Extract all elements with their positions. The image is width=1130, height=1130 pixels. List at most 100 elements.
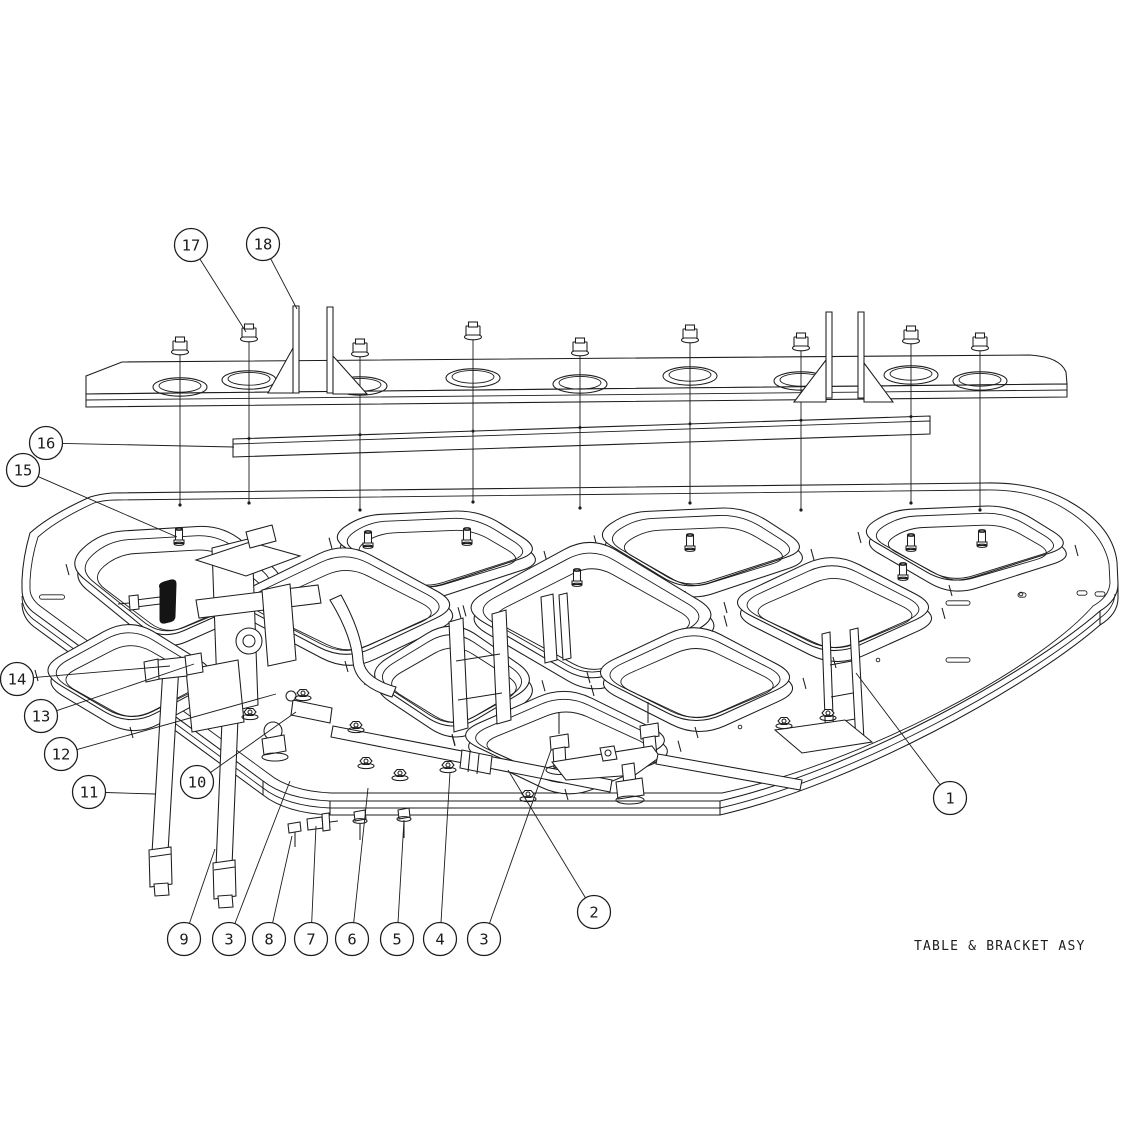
lever-arm-left — [148, 664, 180, 897]
callout-label-17: 17 — [182, 237, 201, 255]
callout-balloon-11 — [71, 774, 107, 810]
callout-label-16: 16 — [37, 435, 56, 453]
mount-hole — [737, 724, 743, 730]
leader-line-9 — [188, 848, 216, 924]
callout-balloon-2 — [576, 894, 612, 930]
mount-slot — [1076, 590, 1088, 596]
callout-balloon-14 — [0, 661, 35, 697]
cap-screw — [570, 337, 590, 357]
mount-slot — [39, 594, 65, 600]
hex-bolt — [819, 708, 837, 722]
callout-balloon-5 — [379, 921, 415, 957]
leader-line-10 — [210, 711, 297, 773]
leader-line-12 — [76, 693, 277, 751]
leader-line-3 — [234, 780, 291, 924]
drag-link — [655, 753, 803, 791]
callout-label-10: 10 — [188, 774, 207, 792]
callout-balloon-3 — [466, 921, 502, 957]
callout-label-2: 2 — [589, 904, 598, 922]
leader-line-14 — [33, 665, 171, 679]
hex-bolt — [775, 716, 793, 730]
cap-screw — [170, 336, 190, 356]
leader-line-15 — [37, 476, 178, 538]
stud — [905, 533, 917, 552]
rubber-boot — [159, 579, 177, 624]
stud — [976, 529, 988, 548]
callout-label-1: 1 — [945, 790, 954, 808]
leader-line-7 — [311, 825, 317, 923]
callout-label-5: 5 — [392, 931, 401, 949]
hex-bolts — [241, 688, 837, 803]
leader-line-13 — [56, 663, 195, 712]
callout-label-12: 12 — [52, 746, 71, 764]
cap-screw — [680, 324, 700, 344]
callout-balloon-3 — [211, 921, 247, 957]
callout-balloon-10 — [179, 764, 215, 800]
callout-label-6: 6 — [347, 931, 356, 949]
leader-line-6 — [353, 787, 369, 923]
cap-screw — [463, 321, 483, 341]
leader-line-4 — [440, 771, 451, 923]
spacer-bar — [232, 415, 931, 458]
cap-screw — [901, 325, 921, 345]
table-pocket — [723, 557, 946, 669]
mount-hole — [1018, 591, 1024, 597]
cap-screw — [970, 332, 990, 352]
leader-line-2 — [507, 769, 586, 899]
leader-line-16 — [62, 442, 235, 448]
callout-balloon-17 — [173, 227, 209, 263]
stud — [897, 562, 909, 581]
hex-bolt — [439, 760, 457, 774]
callout-label-15: 15 — [14, 462, 33, 480]
hex-bolt — [519, 789, 537, 803]
cap-screw — [791, 332, 811, 352]
callout-balloon-7 — [293, 921, 329, 957]
upright-bracket-mid — [448, 592, 572, 733]
mount-hole — [875, 657, 881, 663]
callout-label-7: 7 — [306, 931, 315, 949]
loose-fasteners — [287, 807, 412, 847]
callout-balloon-15 — [5, 452, 41, 488]
mount-slot — [945, 657, 971, 663]
callout-label-14: 14 — [8, 671, 27, 689]
callout-balloon-18 — [245, 226, 281, 262]
leader-line-1 — [855, 672, 941, 786]
callout-balloon-4 — [422, 921, 458, 957]
callout-balloon-13 — [23, 698, 59, 734]
callout-balloon-1 — [932, 780, 968, 816]
leader-line-18 — [270, 258, 298, 310]
callout-balloon-6 — [334, 921, 370, 957]
leader-line-3 — [489, 749, 552, 924]
callout-label-9: 9 — [179, 931, 188, 949]
hex-bolt — [294, 688, 312, 702]
stud — [461, 527, 473, 546]
callout-label-3: 3 — [479, 931, 488, 949]
mount-slot — [945, 600, 971, 606]
stud — [684, 533, 696, 552]
callout-balloon-8 — [251, 921, 287, 957]
leader-line-5 — [397, 819, 405, 923]
support-bracket — [773, 627, 874, 754]
callout-label-11: 11 — [80, 784, 99, 802]
callout-label-18: 18 — [254, 236, 273, 254]
callout-balloon-9 — [166, 921, 202, 957]
hex-bolt — [241, 707, 259, 721]
table-pocket — [857, 505, 1079, 597]
hex-bolt — [357, 756, 375, 770]
drawing-title: TABLE & BRACKET ASY — [914, 939, 1086, 954]
table-pocket — [586, 627, 807, 739]
callout-balloon-12 — [43, 736, 79, 772]
hex-bolt — [347, 720, 365, 734]
callout-label-13: 13 — [32, 708, 51, 726]
exploded-axis-lines — [178, 339, 982, 512]
callout-balloon-16 — [28, 425, 64, 461]
pocket-grid — [34, 505, 1079, 801]
stud — [571, 568, 583, 587]
cap-screws — [170, 321, 990, 358]
leader-line-8 — [272, 835, 293, 923]
stud — [362, 530, 374, 549]
gearbox-body — [117, 524, 397, 733]
leader-line-17 — [199, 258, 247, 333]
leader-line-11 — [105, 792, 156, 795]
